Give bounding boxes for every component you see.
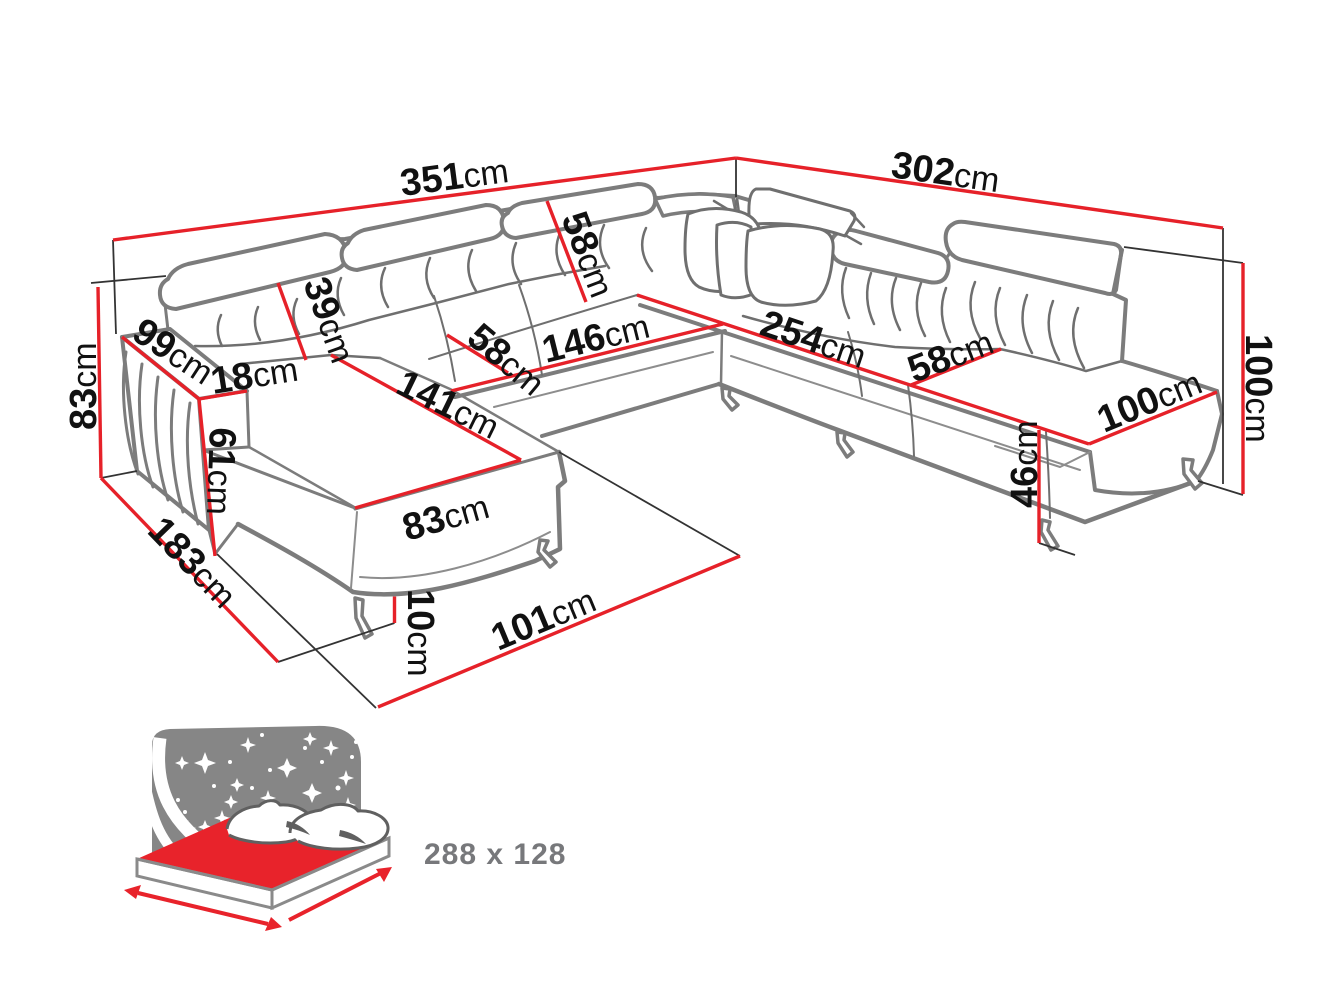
svg-text:288 x 128: 288 x 128 [424, 838, 566, 871]
svg-text:83cm: 83cm [63, 342, 105, 430]
svg-text:61cm: 61cm [198, 427, 243, 516]
svg-text:46cm: 46cm [1004, 420, 1046, 508]
svg-text:18cm: 18cm [208, 348, 301, 403]
svg-text:302cm: 302cm [889, 144, 1003, 201]
svg-text:10cm: 10cm [399, 589, 441, 677]
svg-text:351cm: 351cm [398, 149, 511, 205]
svg-text:100cm: 100cm [1237, 334, 1279, 443]
